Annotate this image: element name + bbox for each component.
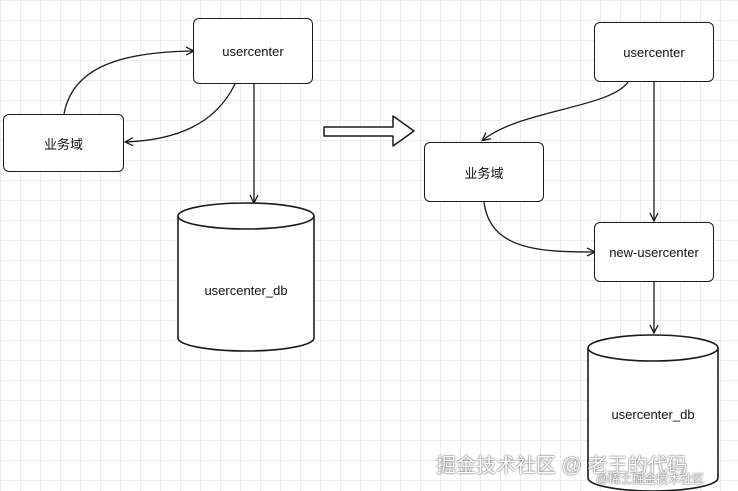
watermark-sub: @稀土掘金技术社区 xyxy=(596,472,705,486)
arrow-usercenter-to-domain-right xyxy=(483,81,629,140)
transition-arrow-icon xyxy=(323,115,415,147)
right-usercenter-label: usercenter xyxy=(623,44,685,60)
new-usercenter-label: new-usercenter xyxy=(609,244,699,260)
right-db-label: usercenter_db xyxy=(611,407,695,422)
new-usercenter-box: new-usercenter xyxy=(594,222,714,282)
left-domain-label: 业务域 xyxy=(43,136,83,152)
arrow-domain-to-new-usercenter xyxy=(483,201,594,252)
arrow-domain-to-usercenter xyxy=(63,51,193,115)
left-db-cylinder xyxy=(177,202,315,352)
right-usercenter-box: usercenter xyxy=(594,22,714,82)
left-usercenter-label: usercenter xyxy=(222,43,284,59)
right-db-cylinder xyxy=(587,334,719,491)
right-domain-label: 业务域 xyxy=(464,165,504,181)
arrow-usercenter-to-domain xyxy=(126,83,236,142)
left-domain-box: 业务域 xyxy=(3,114,124,172)
right-domain-box: 业务域 xyxy=(424,142,544,202)
left-usercenter-box: usercenter xyxy=(193,18,313,84)
watermark-main: 掘金技术社区 @ 老王的代码 xyxy=(436,455,688,477)
left-db-label: usercenter_db xyxy=(204,283,288,298)
